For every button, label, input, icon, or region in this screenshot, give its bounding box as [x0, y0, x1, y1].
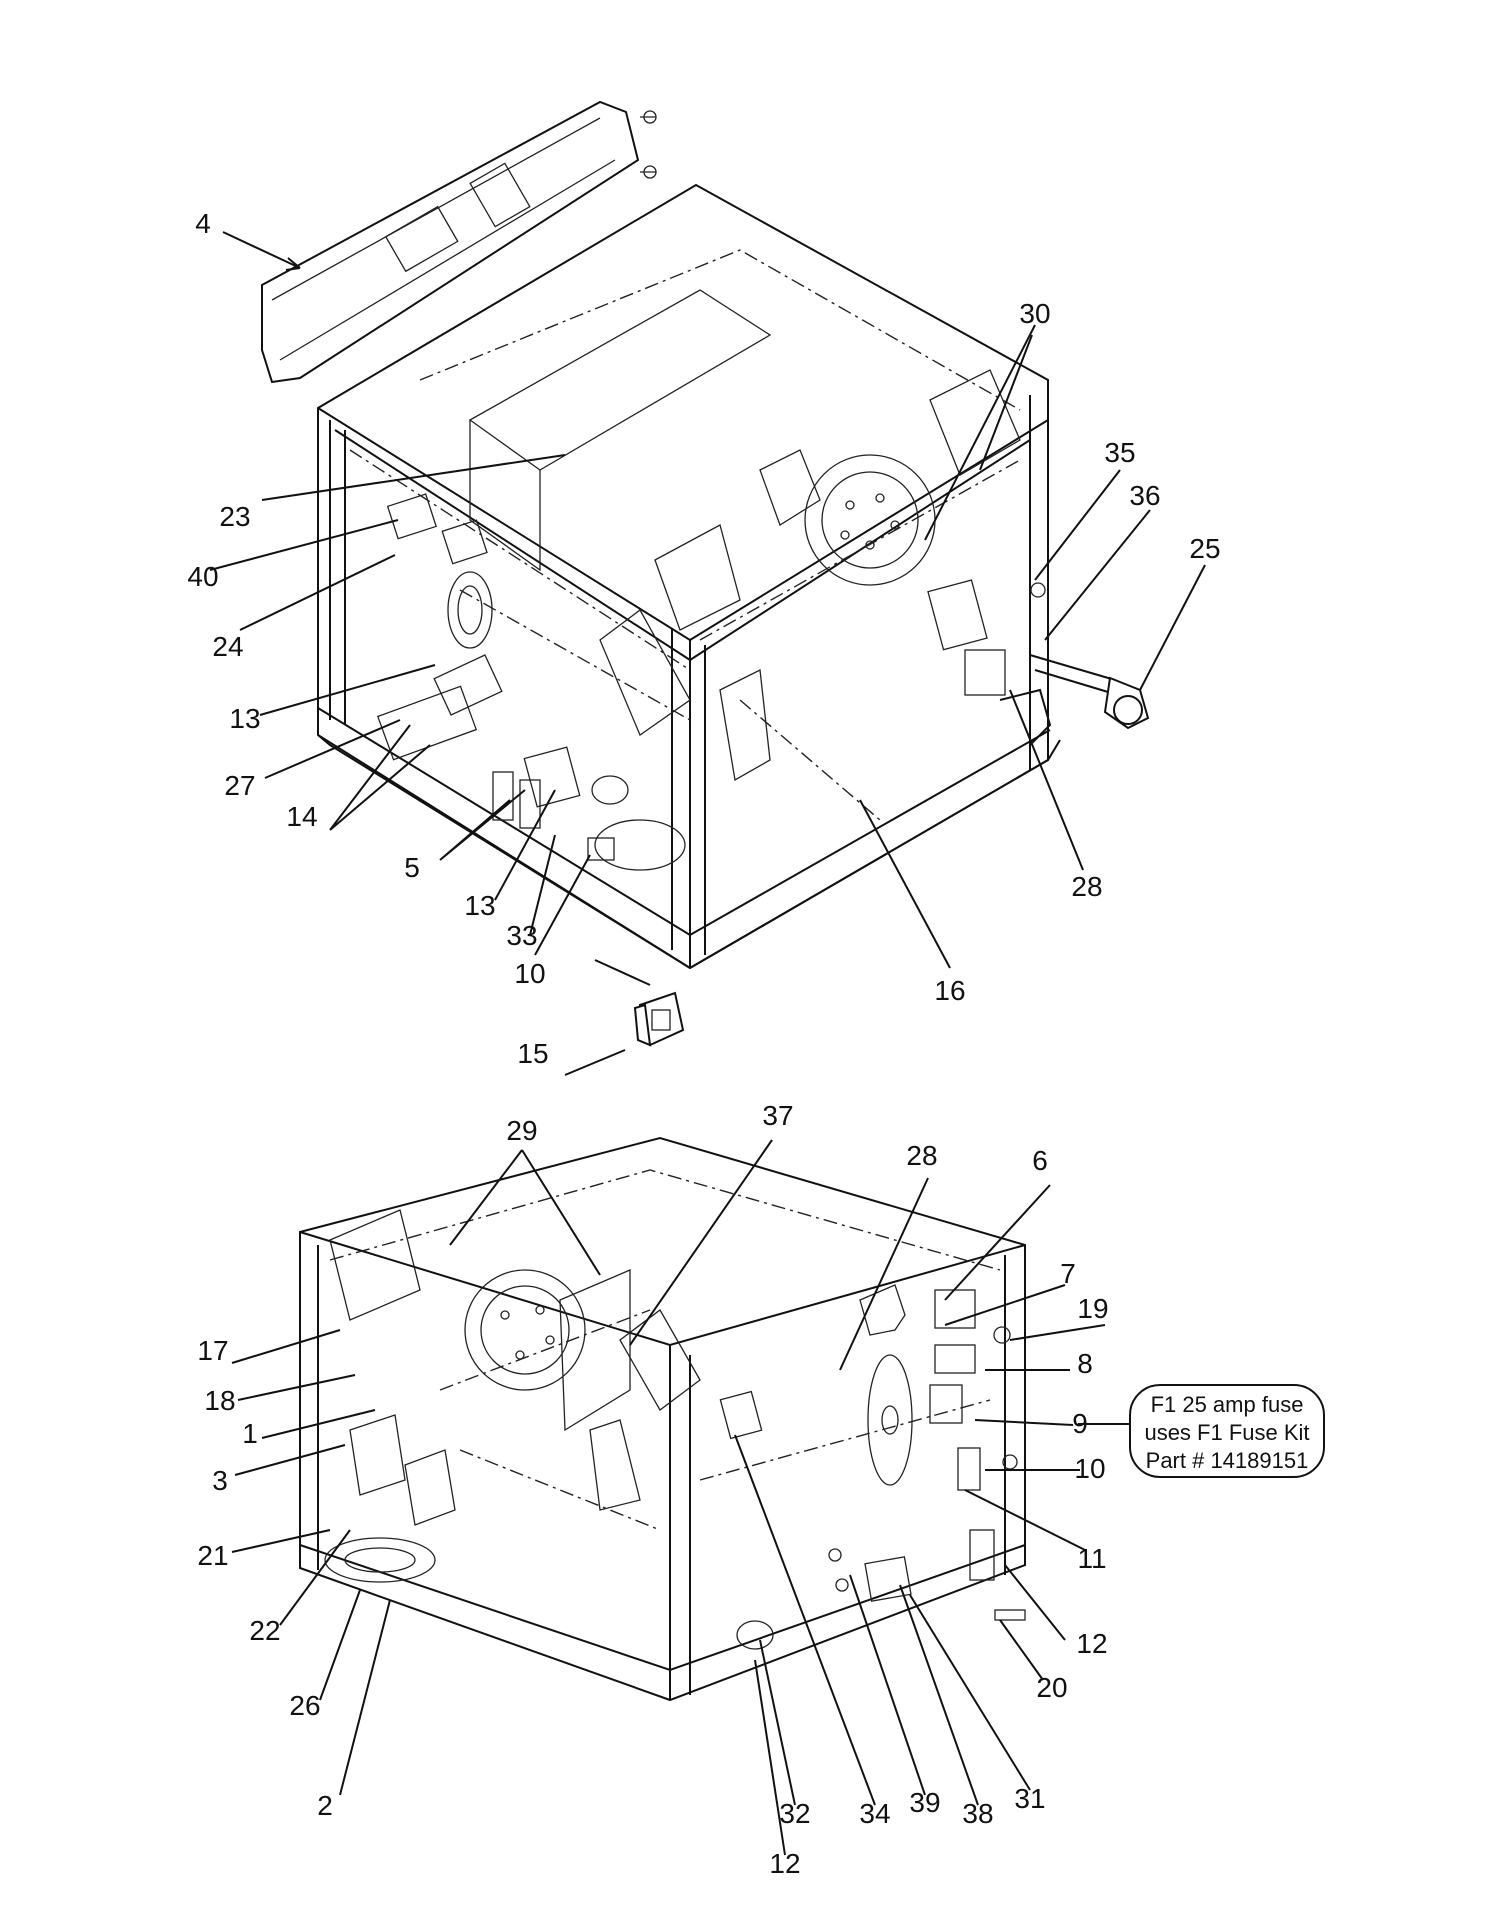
callout-label: 38	[962, 1798, 993, 1829]
callout-label: 4	[195, 208, 211, 239]
power-cord	[999, 654, 1150, 746]
callout-label: 24	[212, 631, 243, 662]
bottom-callouts: 29 37 28 6 7 19 17 18 1 8 9 10 3 11 21 2…	[197, 1100, 1108, 1879]
fuse-note: F1 25 amp fuse uses F1 Fuse Kit Part # 1…	[1129, 1384, 1325, 1478]
callout-label: 21	[197, 1540, 228, 1571]
top-callouts: 4 30 35 36 25 23 40 24 13 27 14 5 13 33 …	[187, 208, 1220, 1069]
cabinet-frame-lower	[299, 1136, 1026, 1702]
callout-label: 33	[506, 920, 537, 951]
callout-label: 7	[1060, 1258, 1076, 1289]
fuse-note-line2: uses F1 Fuse Kit	[1144, 1420, 1309, 1445]
callout-label: 29	[506, 1115, 537, 1146]
callout-label: 27	[224, 770, 255, 801]
callout-label: 14	[286, 801, 317, 832]
callout-label: 22	[249, 1615, 280, 1646]
callout-label: 32	[779, 1798, 810, 1829]
callout-label: 40	[187, 561, 218, 592]
callout-label: 36	[1129, 480, 1160, 511]
callout-label: 35	[1104, 437, 1135, 468]
bottom-cabinet-drawing: F1 25 amp fuse uses F1 Fuse Kit Part # 1…	[231, 1136, 1325, 1856]
callout-label: 12	[1076, 1628, 1107, 1659]
callout-label: 16	[934, 975, 965, 1006]
callout-label: 31	[1014, 1783, 1045, 1814]
internal-components-lower	[324, 1209, 1026, 1650]
callout-label: 9	[1072, 1408, 1088, 1439]
callout-label: 10	[1074, 1453, 1105, 1484]
callout-label: 18	[204, 1385, 235, 1416]
fuse-note-line1: F1 25 amp fuse	[1151, 1392, 1304, 1417]
callout-label: 6	[1032, 1145, 1048, 1176]
control-panel	[261, 100, 657, 384]
callout-label: 23	[219, 501, 250, 532]
callout-label: 1	[242, 1418, 258, 1449]
callout-label: 17	[197, 1335, 228, 1366]
callout-label: 15	[517, 1038, 548, 1069]
callout-label: 10	[514, 958, 545, 989]
relay-part-15	[633, 991, 685, 1047]
bottom-leader-lines	[231, 1139, 1130, 1856]
internal-components	[376, 289, 1046, 871]
callout-label: 28	[1071, 871, 1102, 902]
callout-label: 2	[317, 1790, 333, 1821]
callout-label: 39	[909, 1787, 940, 1818]
callout-label: 26	[289, 1690, 320, 1721]
callout-label: 25	[1189, 533, 1220, 564]
cabinet-frame	[317, 183, 1061, 970]
callout-label: 19	[1077, 1293, 1108, 1324]
callout-label: 3	[212, 1465, 228, 1496]
top-leader-lines	[209, 231, 1206, 1076]
callout-label: 34	[859, 1798, 890, 1829]
callout-label: 12	[769, 1848, 800, 1879]
callout-label: 28	[906, 1140, 937, 1171]
top-cabinet-drawing	[209, 100, 1206, 1076]
fuse-note-line3: Part # 14189151	[1146, 1448, 1309, 1473]
callout-label: 20	[1036, 1672, 1067, 1703]
callout-label: 11	[1077, 1543, 1106, 1574]
callout-label: 8	[1077, 1348, 1093, 1379]
callout-label: 13	[464, 890, 495, 921]
callout-label: 37	[762, 1100, 793, 1131]
callout-label: 13	[229, 703, 260, 734]
callout-label: 5	[404, 852, 420, 883]
callout-label: 30	[1019, 298, 1050, 329]
